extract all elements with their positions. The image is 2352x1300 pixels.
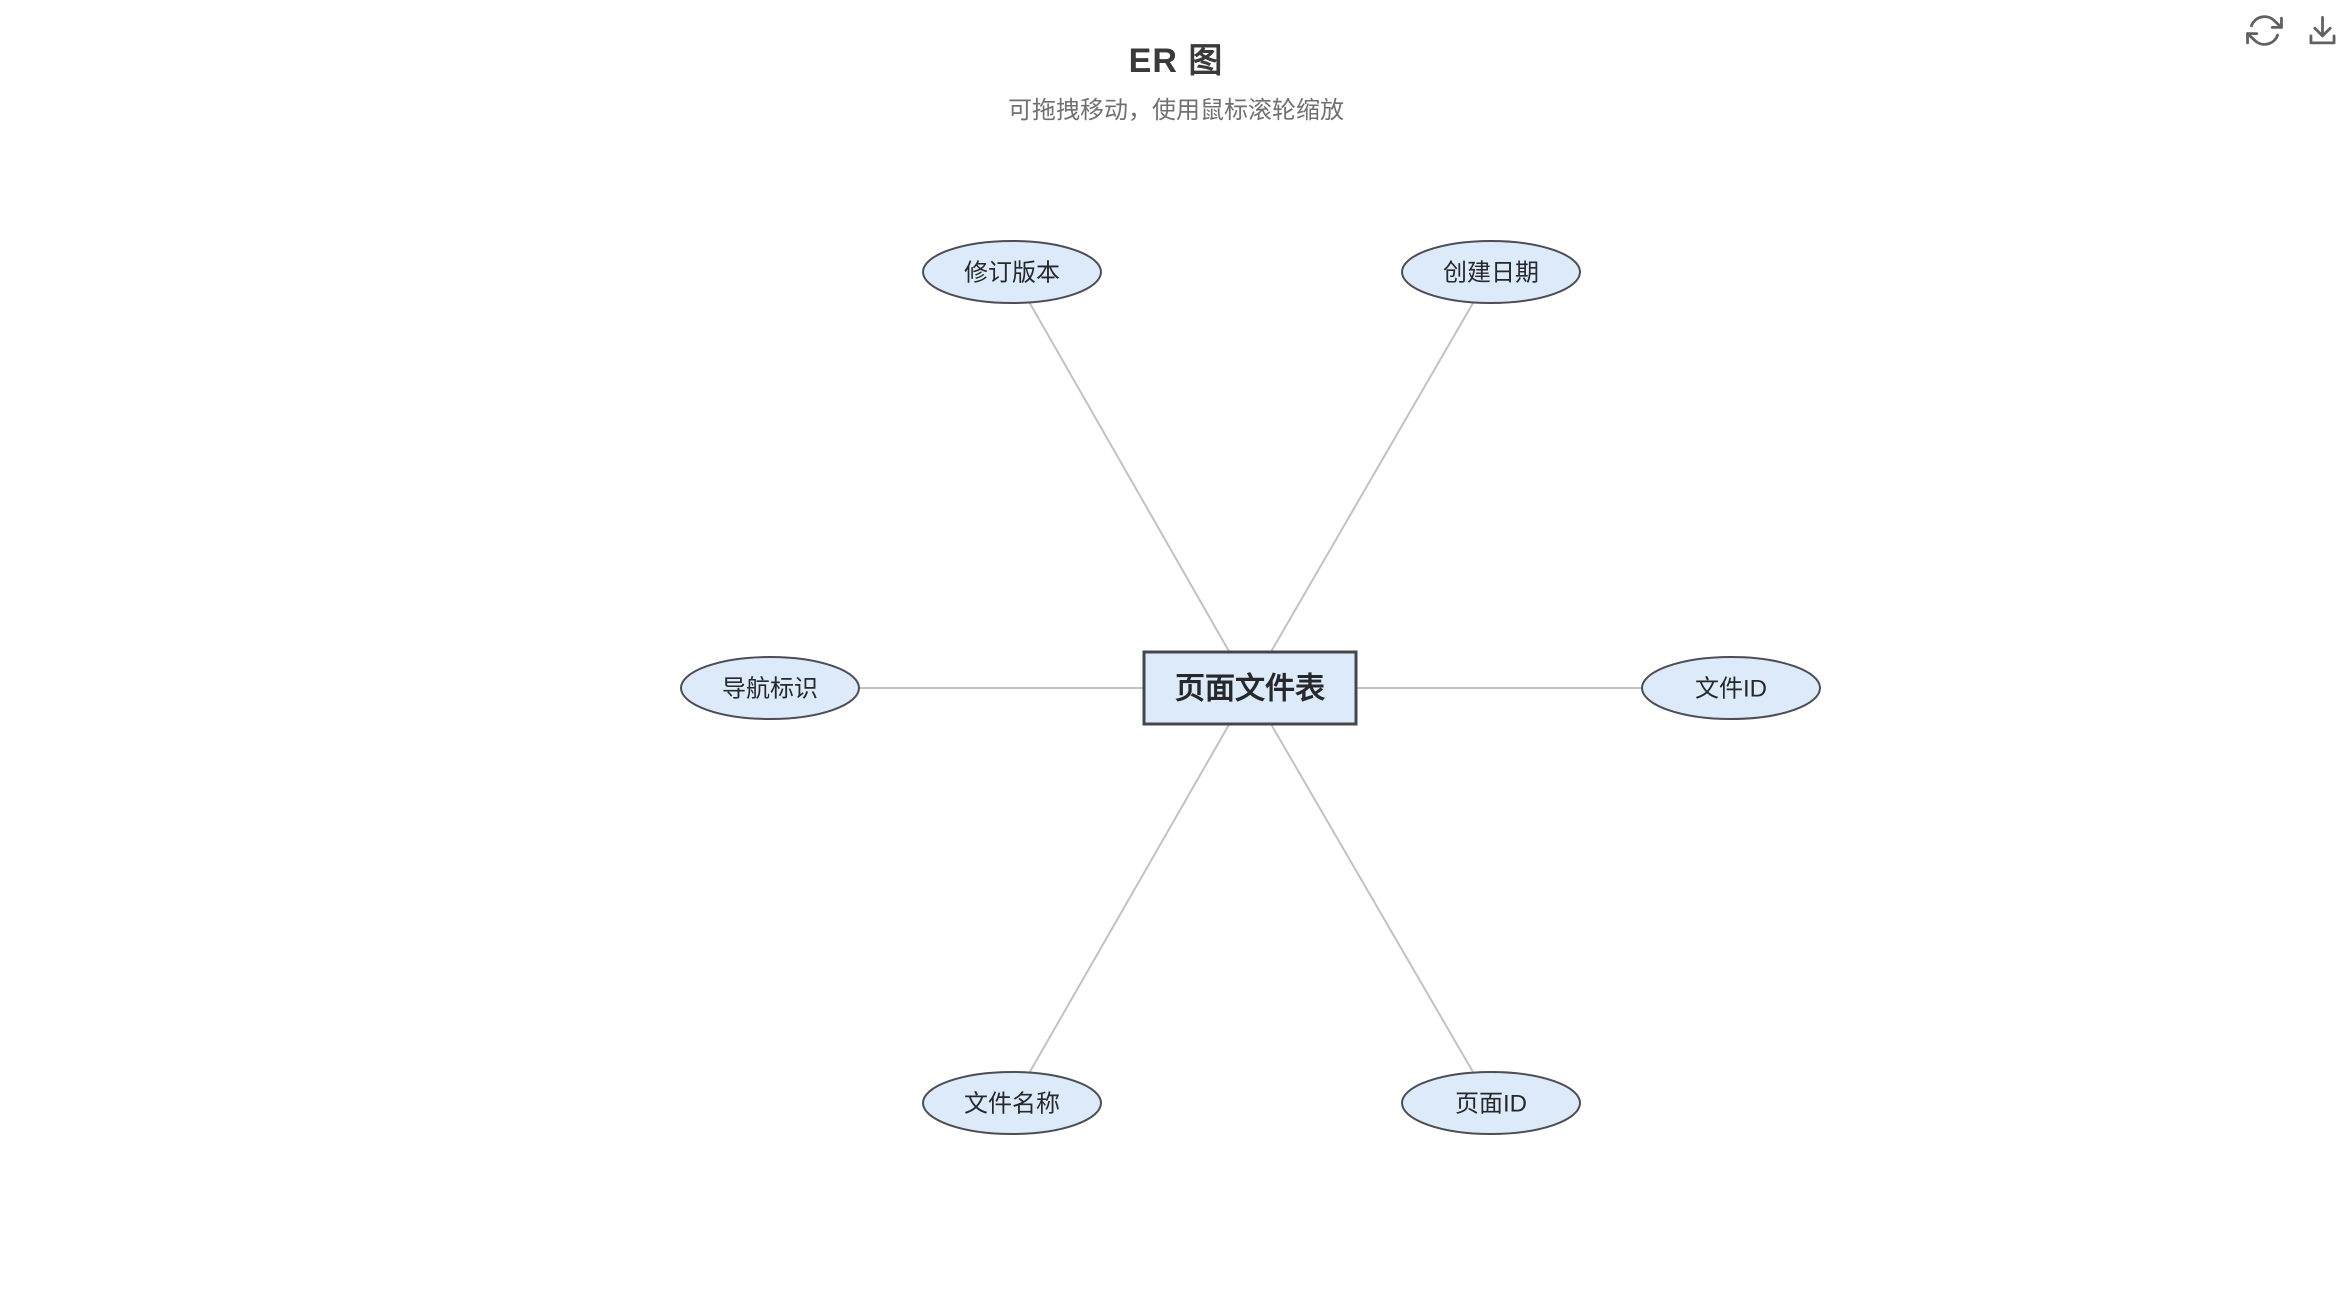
attribute-ellipse[interactable]	[1401, 1071, 1581, 1135]
attribute-node-file-id[interactable]: 文件ID	[1641, 656, 1821, 720]
entity-rect[interactable]	[1142, 650, 1358, 726]
attribute-label: 导航标识	[722, 675, 818, 702]
download-button[interactable]	[2302, 10, 2342, 50]
attribute-node-create-date[interactable]: 创建日期	[1401, 240, 1581, 304]
attribute-label: 文件名称	[964, 1090, 1060, 1117]
attribute-label: 文件ID	[1695, 675, 1767, 702]
edge-entity-to-file-name	[1011, 687, 1251, 1104]
attribute-ellipse[interactable]	[1401, 240, 1581, 304]
attribute-label: 创建日期	[1443, 259, 1539, 286]
refresh-button[interactable]	[2244, 10, 2284, 50]
toolbar	[2244, 10, 2342, 50]
attribute-label: 修订版本	[964, 259, 1060, 286]
download-icon	[2309, 15, 2335, 44]
attribute-node-revision[interactable]: 修订版本	[922, 240, 1102, 304]
edge-entity-to-create-date	[1249, 271, 1492, 689]
attribute-ellipse[interactable]	[1641, 656, 1821, 720]
attribute-ellipse[interactable]	[922, 1071, 1102, 1135]
attribute-ellipse[interactable]	[922, 240, 1102, 304]
entity-label: 页面文件表	[1175, 672, 1325, 706]
attribute-node-nav-id[interactable]: 导航标识	[680, 656, 860, 720]
attribute-node-page-id[interactable]: 页面ID	[1401, 1071, 1581, 1135]
attribute-ellipse[interactable]	[680, 656, 860, 720]
attribute-label: 页面ID	[1455, 1090, 1527, 1117]
entity-node[interactable]: 页面文件表	[1142, 650, 1358, 726]
refresh-icon	[2245, 14, 2283, 46]
edge-entity-to-page-id	[1249, 687, 1492, 1104]
attribute-node-file-name[interactable]: 文件名称	[922, 1071, 1102, 1135]
edge-entity-to-revision	[1011, 271, 1251, 689]
